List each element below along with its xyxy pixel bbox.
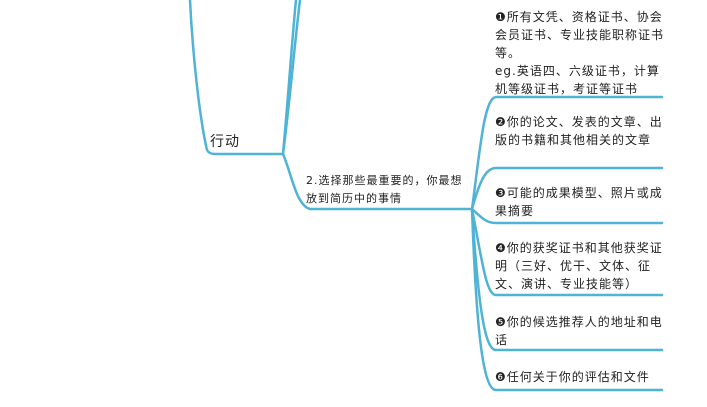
branch-up-2 [281,0,302,156]
node-item-1: ❶所有文凭、资格证书、协会会员证书、专业技能职称证书等。 eg.英语四、六级证书… [495,10,665,96]
branch-main [188,0,285,156]
branch-item-4 [470,207,664,297]
branch-item-3 [470,207,664,225]
node-select-important: 2.选择那些最重要的，你最想放到简历中的事情 [306,174,463,205]
node-action: 行动 [210,134,240,150]
node-item-3: ❸可能的成果模型、照片或成果摘要 [495,186,663,218]
branch-item-1 [470,95,664,211]
node-item-2: ❷你的论文、发表的文章、出版的书籍和其他相关的文章 [495,115,663,147]
branch-level2 [281,152,474,211]
branch-item-2 [470,166,664,211]
node-item-5: ❺你的候选推荐人的地址和电话 [495,315,663,347]
node-item-6: ❻任何关于你的评估和文件 [495,370,650,384]
node-item-4: ❹你的获奖证书和其他获奖证明（三好、优干、文体、征文、演讲、专业技能等） [495,241,663,291]
branch-item-6 [470,207,664,392]
